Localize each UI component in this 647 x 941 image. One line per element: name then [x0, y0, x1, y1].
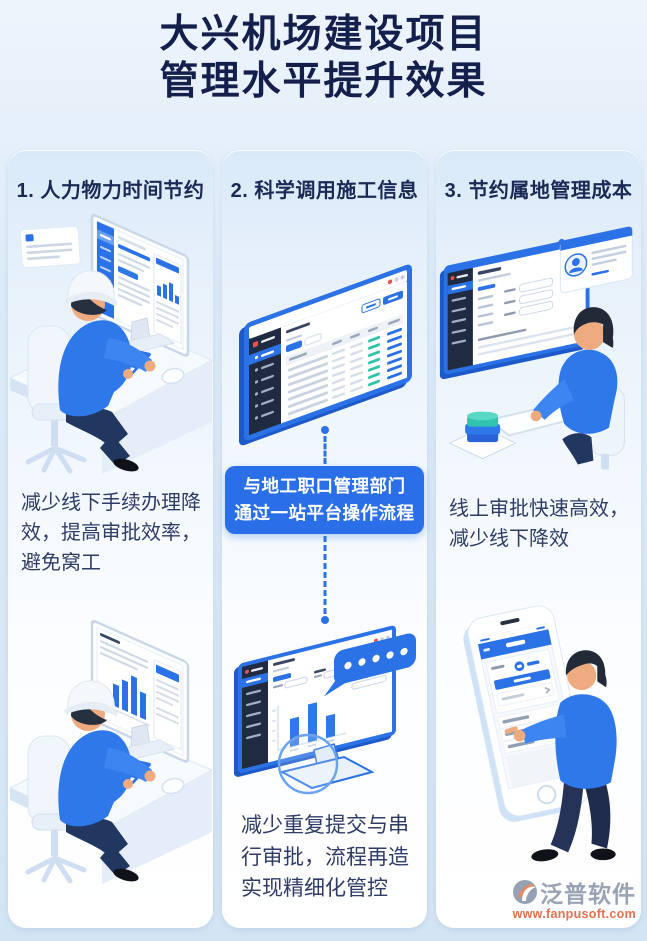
monitor — [90, 620, 190, 763]
form-fields — [504, 277, 554, 316]
home-button — [536, 784, 557, 805]
connector-dot-bottom — [320, 616, 329, 624]
mouse — [161, 777, 185, 795]
badge-line2: 通过一站平台操作流程 — [234, 503, 415, 523]
magnifier-icon — [277, 733, 339, 795]
admin-screen — [443, 236, 590, 375]
table-content — [281, 281, 407, 424]
speech-bubble — [324, 633, 416, 697]
mini-bar-chart — [157, 282, 179, 305]
page-title-line2: 管理水平提升效果 — [159, 59, 488, 103]
illustration-smartphone-approval — [463, 605, 617, 862]
profile-card — [558, 226, 633, 294]
fanpu-swoosh-icon — [513, 880, 537, 904]
dotted-connector-top — [323, 436, 326, 464]
form-content — [472, 243, 586, 366]
worker-with-hard-hat — [58, 270, 156, 472]
column-2-caption: 减少重复提交与串行审批，流程再造实现精细化管控 — [241, 814, 409, 900]
seated-worker — [530, 307, 625, 470]
database-stack — [448, 411, 517, 460]
monitor-screen — [238, 625, 396, 773]
approval-card — [485, 649, 560, 714]
sidebar — [447, 267, 473, 371]
hard-hat-icon — [64, 680, 118, 717]
notification-card — [19, 225, 81, 269]
badge-line1: 与地工职口管理部门 — [243, 475, 406, 496]
page-title: 大兴机场建设项目 管理水平提升效果 — [0, 12, 647, 106]
browser-window — [244, 264, 412, 441]
sidebar — [249, 327, 281, 436]
vendor-url: www.fanpusoft.com — [512, 907, 636, 921]
column-card-labor-saving: 1. 人力物力时间节约 — [8, 150, 213, 928]
column-3-header: 3. 节约属地管理成本 — [444, 180, 633, 202]
column-card-information: 2. 科学调用施工信息 — [222, 150, 427, 928]
standing-person — [504, 650, 617, 862]
connector-dot-top — [320, 426, 329, 434]
vendor-name: 泛普软件 — [540, 881, 636, 907]
illustration-worker-desktop-chart — [8, 620, 213, 884]
illustration-worker-desktop-dashboard — [8, 214, 213, 474]
column-3-caption: 线上审批快速高效，减少线下降效 — [449, 498, 629, 550]
dotted-connector-bottom — [323, 536, 326, 614]
worker-with-hard-hat — [58, 680, 156, 882]
page-title-line1: 大兴机场建设项目 — [159, 13, 488, 56]
column-1-caption: 减少线下手续办理降效，提高审批效率，避免窝工 — [21, 492, 201, 574]
table-rows — [288, 327, 402, 416]
app-header — [478, 629, 552, 660]
hard-hat-icon — [64, 270, 118, 307]
illustration-monitor-analytics — [234, 625, 416, 795]
column-1-header: 1. 人力物力时间节约 — [16, 180, 205, 202]
column-card-cost-saving: 3. 节约属地管理成本 — [436, 150, 641, 928]
mouse — [161, 367, 185, 385]
vendor-logo: 泛普软件 www.fanpusoft.com — [512, 875, 636, 921]
illustration-worker-admin-screen — [439, 226, 633, 470]
user-avatar-icon — [569, 258, 583, 274]
column-2-header: 2. 科学调用施工信息 — [230, 180, 419, 202]
process-badge: 与地工职口管理部门 通过一站平台操作流程 — [225, 466, 424, 534]
illustration-browser-data-table — [239, 264, 412, 446]
sidebar — [242, 660, 268, 770]
